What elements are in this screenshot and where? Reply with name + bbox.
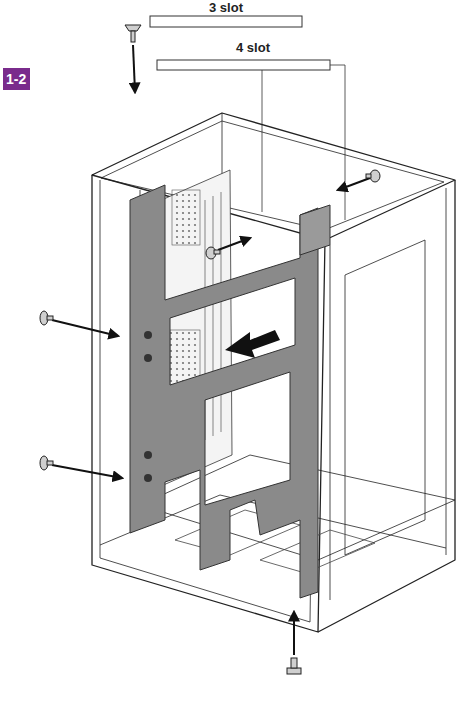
step-number: 1-2	[6, 71, 27, 87]
step-badge: 1-2	[3, 68, 30, 90]
slot-bar	[150, 16, 302, 27]
slot-label: 4 slot	[234, 40, 272, 55]
case-frame	[92, 113, 455, 632]
bracket-holes	[144, 331, 152, 482]
screws	[40, 25, 380, 674]
direction-arrow	[225, 330, 280, 358]
screw-arrows	[52, 45, 370, 655]
slot-label: 3 slot	[207, 0, 245, 15]
slot-bar	[157, 60, 330, 70]
bracket-tab	[300, 205, 330, 255]
bracket	[130, 185, 318, 598]
leader-line	[262, 65, 345, 220]
